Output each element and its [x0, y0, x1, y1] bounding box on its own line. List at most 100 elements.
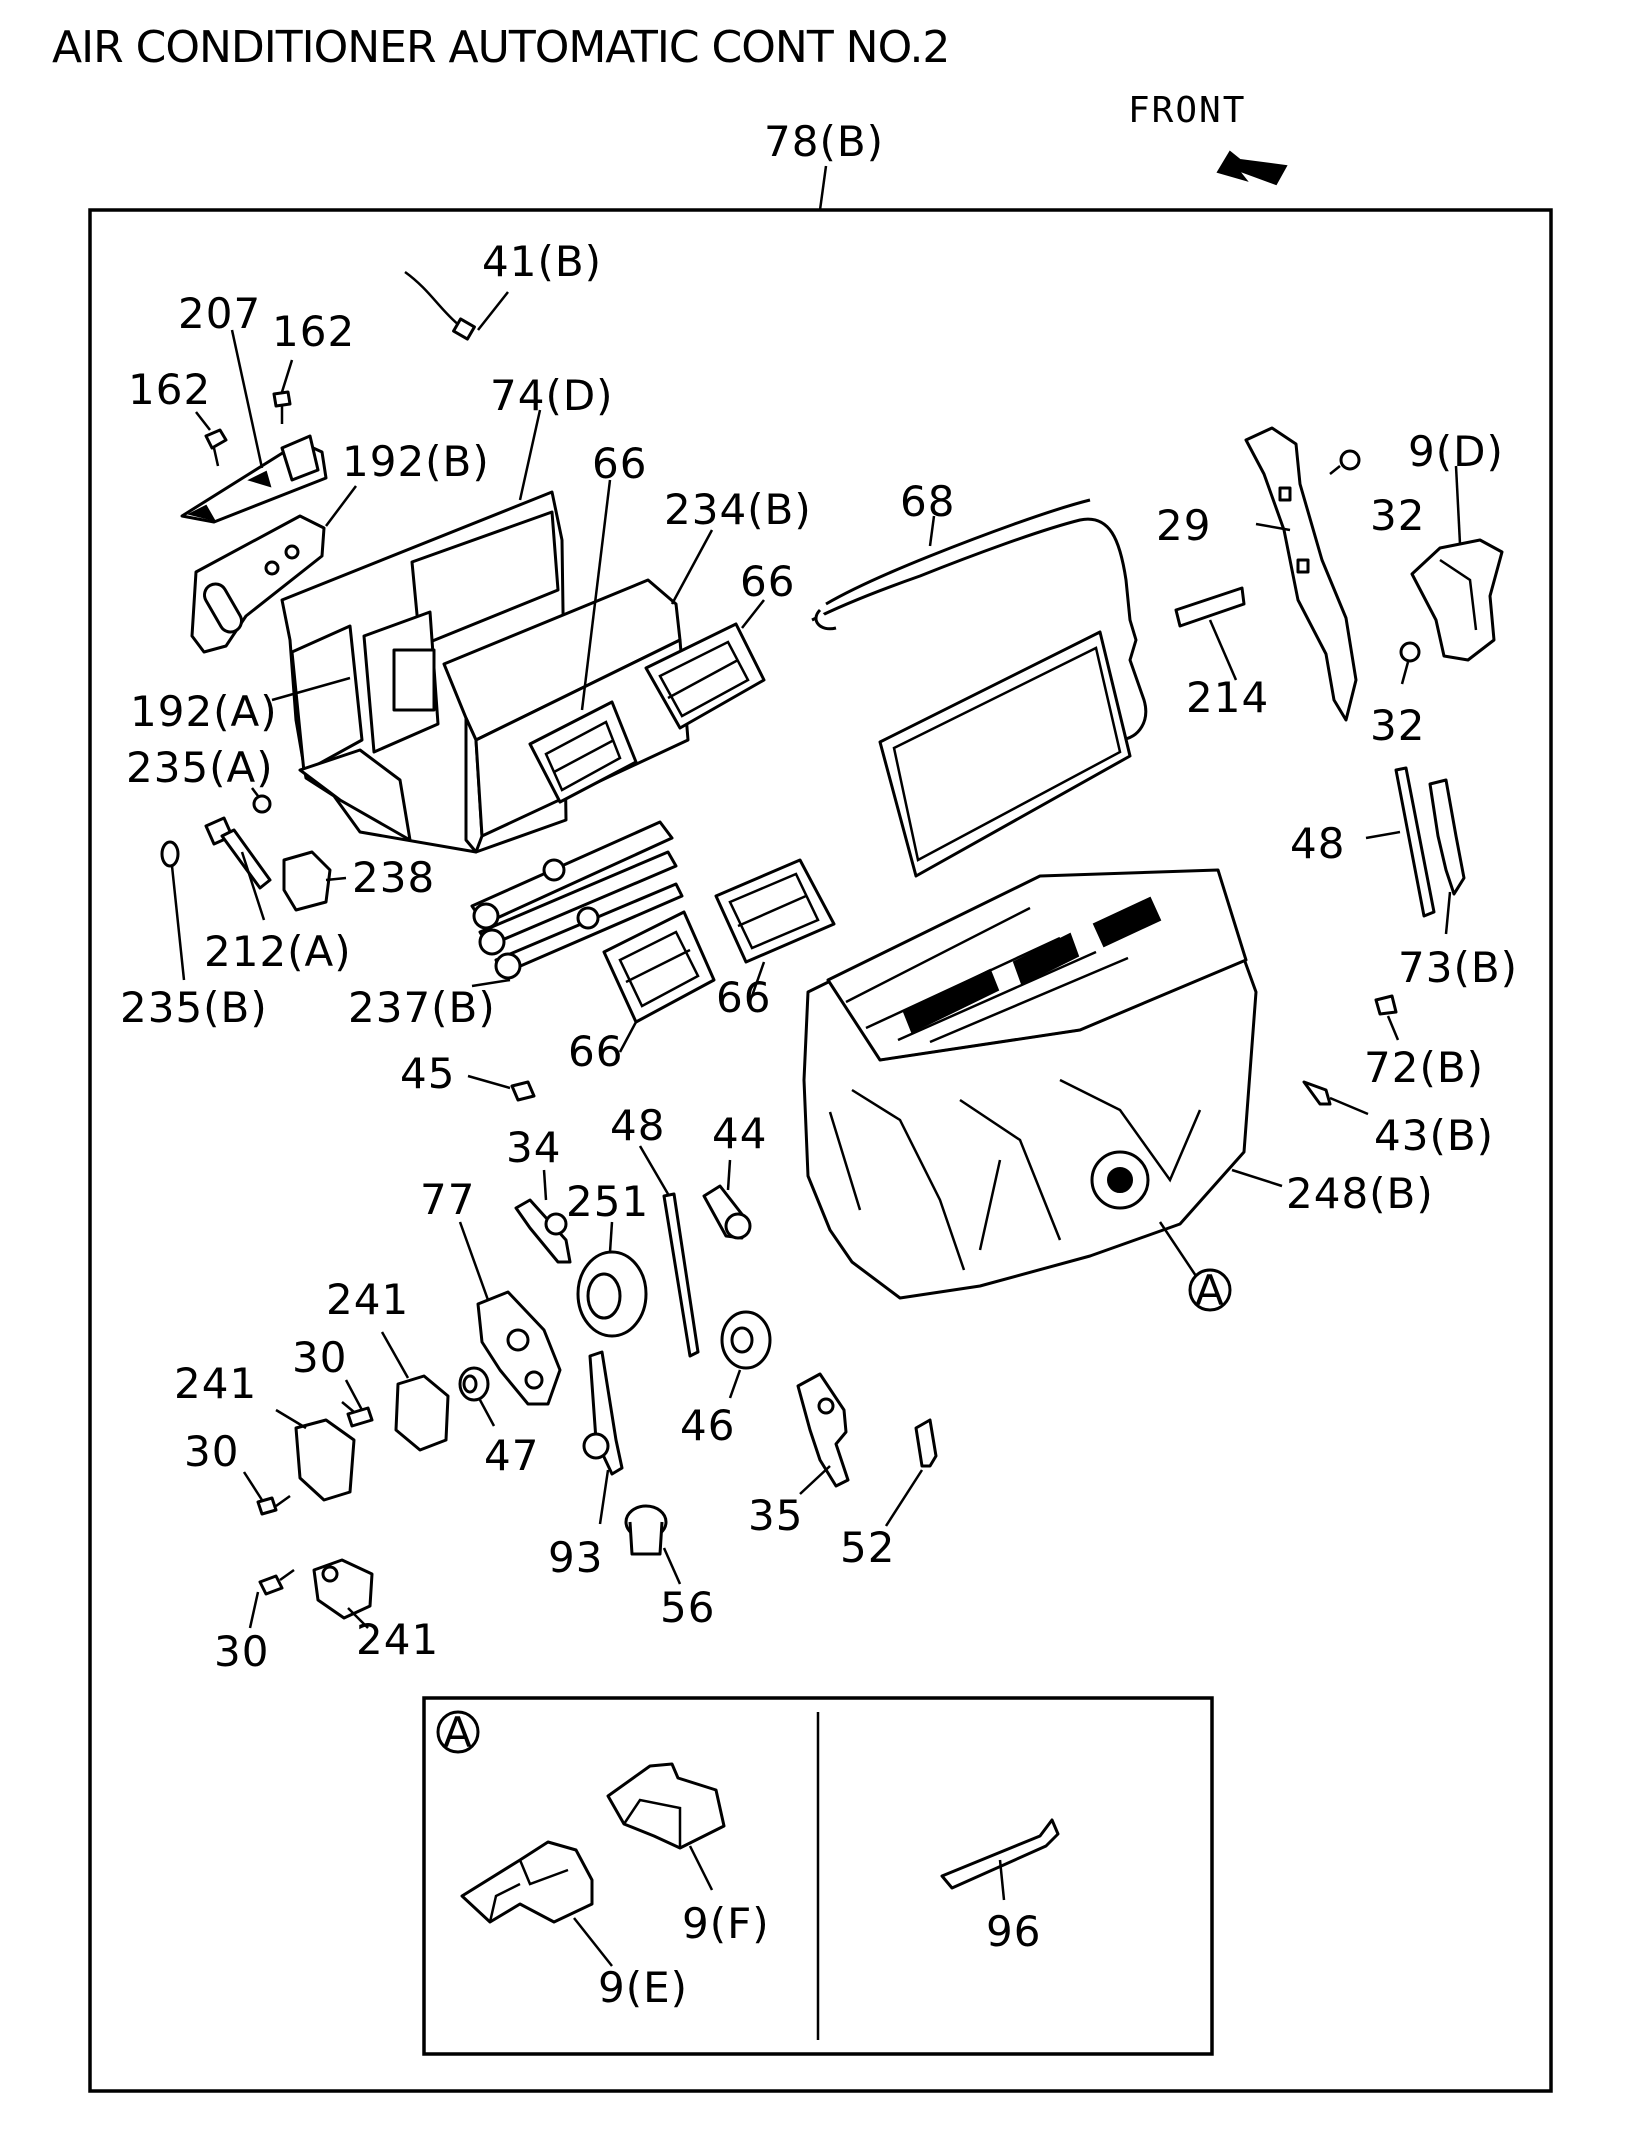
main-unit-assembly	[802, 868, 1283, 1300]
callout-241-lower: 241	[356, 1615, 439, 1664]
callout-47: 47	[484, 1431, 539, 1480]
callout-68: 68	[900, 477, 955, 526]
callout-9f: 9(F)	[682, 1899, 770, 1948]
callout-32-lower: 32	[1370, 701, 1425, 750]
callout-192b: 192(B)	[342, 437, 490, 486]
part-30-screw-lower	[248, 1568, 295, 1629]
detail-marker-a-main-text: A	[1195, 1266, 1225, 1315]
part-48-cable-right	[1365, 766, 1436, 918]
part-235a-washer	[251, 787, 272, 814]
callout-74d: 74(D)	[490, 371, 614, 420]
detail-marker-a-main: A	[1158, 1221, 1232, 1315]
part-93-linkage	[582, 1350, 624, 1525]
part-52-clip	[884, 1418, 938, 1527]
part-9d-actuator	[1410, 465, 1504, 662]
callout-30-lower: 30	[214, 1627, 269, 1676]
part-235b-washer	[160, 840, 186, 981]
callout-237b: 237(B)	[348, 983, 496, 1032]
callout-30-upper: 30	[292, 1333, 347, 1382]
part-241-actuator-lower	[312, 1558, 374, 1629]
part-45-clip	[467, 1074, 536, 1102]
part-192b-gasket	[190, 485, 357, 654]
inset-frame	[422, 1696, 1214, 2056]
callout-56: 56	[660, 1583, 715, 1632]
part-43b-screw	[1302, 1080, 1369, 1116]
part-9e-clip	[460, 1840, 613, 1967]
callout-241-left: 241	[174, 1359, 257, 1408]
part-35-lever	[796, 1372, 850, 1495]
callout-66-a: 66	[592, 439, 647, 488]
callout-214: 214	[1186, 673, 1269, 722]
callout-34: 34	[506, 1123, 561, 1172]
part-251-gear	[576, 1221, 648, 1338]
callout-207: 207	[178, 289, 261, 338]
callout-162-right: 162	[272, 307, 355, 356]
callout-9d: 9(D)	[1408, 427, 1504, 476]
part-212a-bolt	[204, 816, 272, 921]
detail-marker-a-inset-text: A	[443, 1708, 473, 1757]
callout-41b: 41(B)	[482, 237, 602, 286]
leader-78b	[818, 165, 828, 211]
callout-235a: 235(A)	[126, 743, 274, 792]
callout-66-d: 66	[568, 1027, 623, 1076]
part-237b-rods	[470, 820, 684, 988]
part-30-screw-upper	[341, 1379, 374, 1428]
detail-marker-a-inset: A	[436, 1708, 480, 1757]
callout-78b: 78(B)	[764, 117, 884, 166]
part-48-cable-center	[638, 1145, 700, 1358]
part-207-bracket	[180, 329, 328, 524]
callout-93: 93	[548, 1533, 603, 1582]
part-72b-nut	[1374, 994, 1400, 1041]
callout-96: 96	[986, 1907, 1041, 1956]
part-32-screw-lower	[1399, 641, 1421, 685]
part-214	[1174, 586, 1246, 681]
part-77-plate	[458, 1221, 562, 1406]
callout-48-right: 48	[1290, 819, 1345, 868]
part-56-cap	[624, 1504, 682, 1585]
callout-66-c: 66	[716, 973, 771, 1022]
part-73b-bracket	[1428, 778, 1466, 935]
callout-72b: 72(B)	[1364, 1043, 1484, 1092]
callout-30-middle: 30	[184, 1427, 239, 1476]
callout-235b: 235(B)	[120, 983, 268, 1032]
part-32-screw-upper	[1329, 449, 1361, 475]
part-162-screw-right	[272, 359, 294, 424]
callout-162-left: 162	[128, 365, 211, 414]
diagram-title: AIR CONDITIONER AUTOMATIC CONT NO.2	[52, 22, 950, 73]
callout-52: 52	[840, 1523, 895, 1572]
part-96-strip	[940, 1818, 1060, 1901]
part-241-actuator-upper	[380, 1331, 450, 1452]
part-46-gear	[720, 1310, 772, 1399]
callout-241-upper: 241	[326, 1275, 409, 1324]
part-66-filter-a	[528, 479, 638, 804]
part-29-duct	[1244, 426, 1358, 722]
callout-234b: 234(B)	[664, 485, 812, 534]
callout-192a: 192(A)	[130, 687, 278, 736]
part-44-lever	[702, 1159, 752, 1240]
front-arrow-icon	[1216, 150, 1288, 186]
callout-45: 45	[400, 1049, 455, 1098]
part-238-actuator	[282, 850, 347, 912]
part-9f-clip	[606, 1762, 726, 1891]
callout-77: 77	[420, 1175, 475, 1224]
callout-73b: 73(B)	[1398, 943, 1518, 992]
callout-46: 46	[680, 1401, 735, 1450]
part-66-filter-d	[714, 858, 836, 997]
callout-238: 238	[352, 853, 435, 902]
callout-248b: 248(B)	[1286, 1169, 1434, 1218]
callout-43b: 43(B)	[1374, 1111, 1494, 1160]
part-162-screw-left	[195, 411, 228, 467]
leader-192a	[271, 676, 351, 702]
callout-44: 44	[712, 1109, 767, 1158]
part-68-pipe-evaporator	[811, 498, 1148, 878]
callout-9e: 9(E)	[598, 1963, 688, 2012]
callout-29: 29	[1156, 501, 1211, 550]
callout-212a: 212(A)	[204, 927, 352, 976]
part-66-filter-c	[602, 910, 716, 1053]
callout-66-b: 66	[740, 557, 795, 606]
part-66-filter-b	[644, 599, 766, 730]
callout-35: 35	[748, 1491, 803, 1540]
part-30-screw-middle	[242, 1471, 291, 1516]
part-34-lever	[514, 1169, 572, 1264]
